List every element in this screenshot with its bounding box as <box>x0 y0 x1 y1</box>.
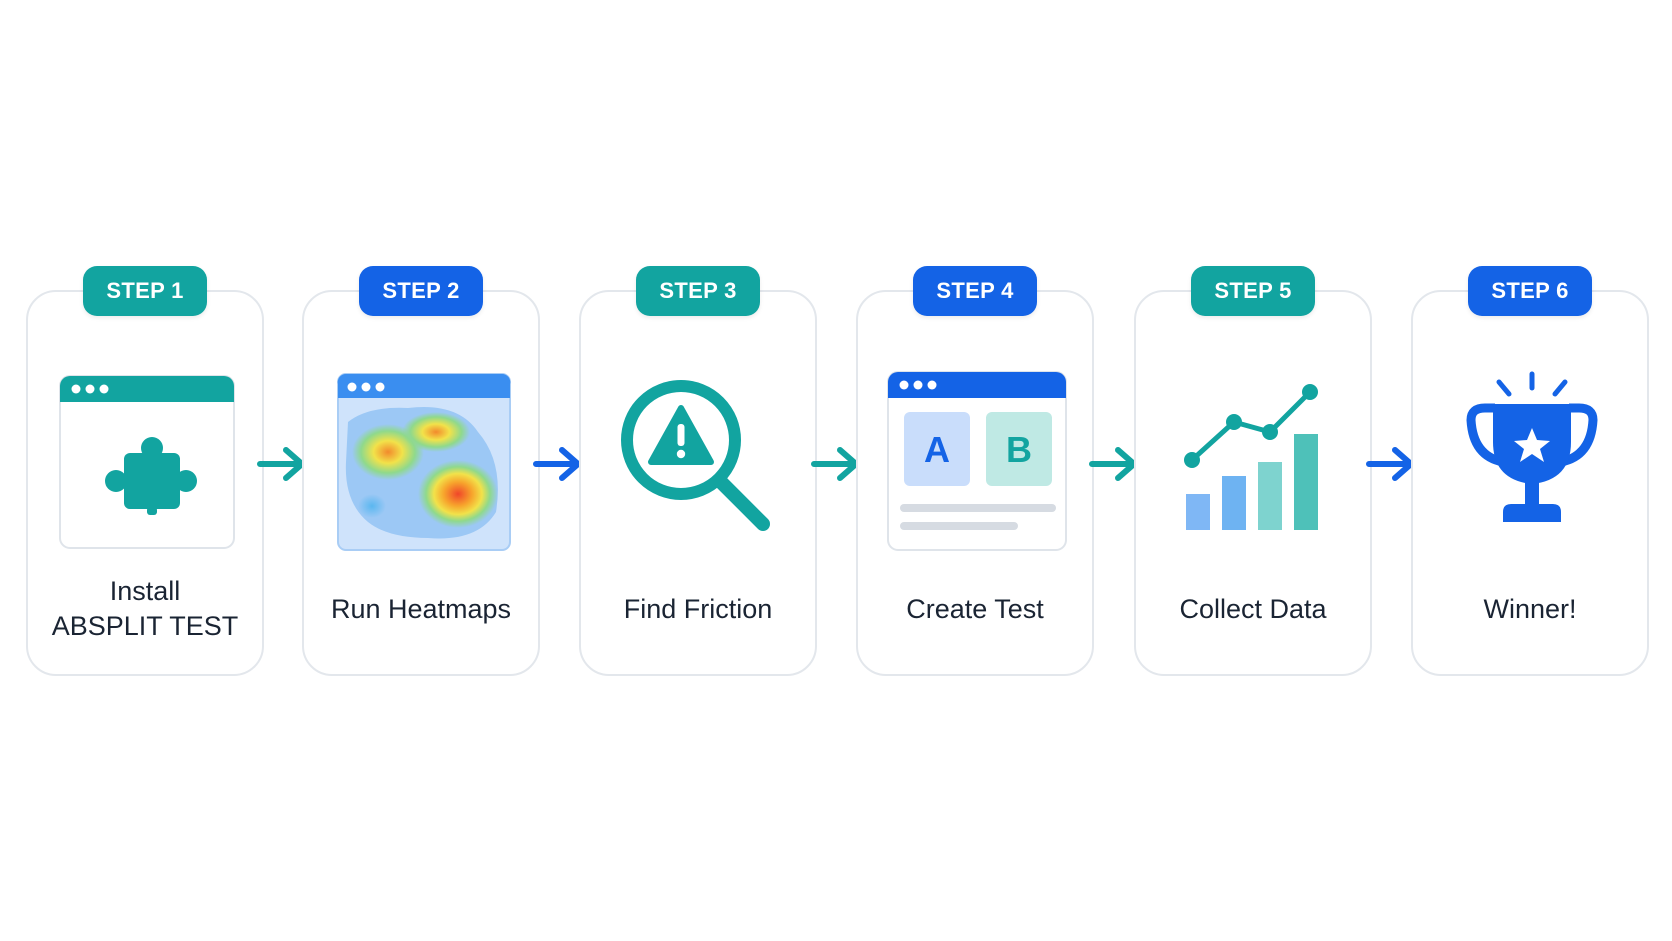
step-card-4: STEP 4 A B Create Test <box>856 266 1094 676</box>
chart-icon <box>1184 384 1318 530</box>
step-badge: STEP 2 <box>359 266 483 316</box>
step-label: Winner! <box>1483 593 1577 624</box>
step-card-5: STEP 5 Collect Data <box>1134 266 1372 676</box>
magnifier-warning-icon <box>621 380 770 531</box>
variant-a-label: A <box>924 429 950 470</box>
step-badge: STEP 4 <box>913 266 1037 316</box>
ab-test-icon: A B <box>887 371 1067 551</box>
step-label: Find Friction <box>623 593 773 624</box>
step-badge: STEP 1 <box>83 266 207 316</box>
plugin-puzzle-icon <box>59 375 235 549</box>
step-badge: STEP 6 <box>1468 266 1592 316</box>
step-label: Run Heatmaps <box>330 593 512 624</box>
step-card-6: STEP 6 Winner! <box>1411 266 1649 676</box>
step-badge: STEP 3 <box>636 266 760 316</box>
step-label: Collect Data <box>1179 593 1327 624</box>
variant-b-label: B <box>1006 429 1032 470</box>
trophy-icon <box>1466 371 1598 522</box>
step-label: Create Test <box>906 593 1044 624</box>
step-badge: STEP 5 <box>1191 266 1315 316</box>
step-card-2: STEP 2 <box>302 266 540 676</box>
heatmap-icon <box>337 373 511 551</box>
arrow-right-icon <box>533 447 581 481</box>
step-card-3: STEP 3 Find Friction <box>579 266 817 676</box>
